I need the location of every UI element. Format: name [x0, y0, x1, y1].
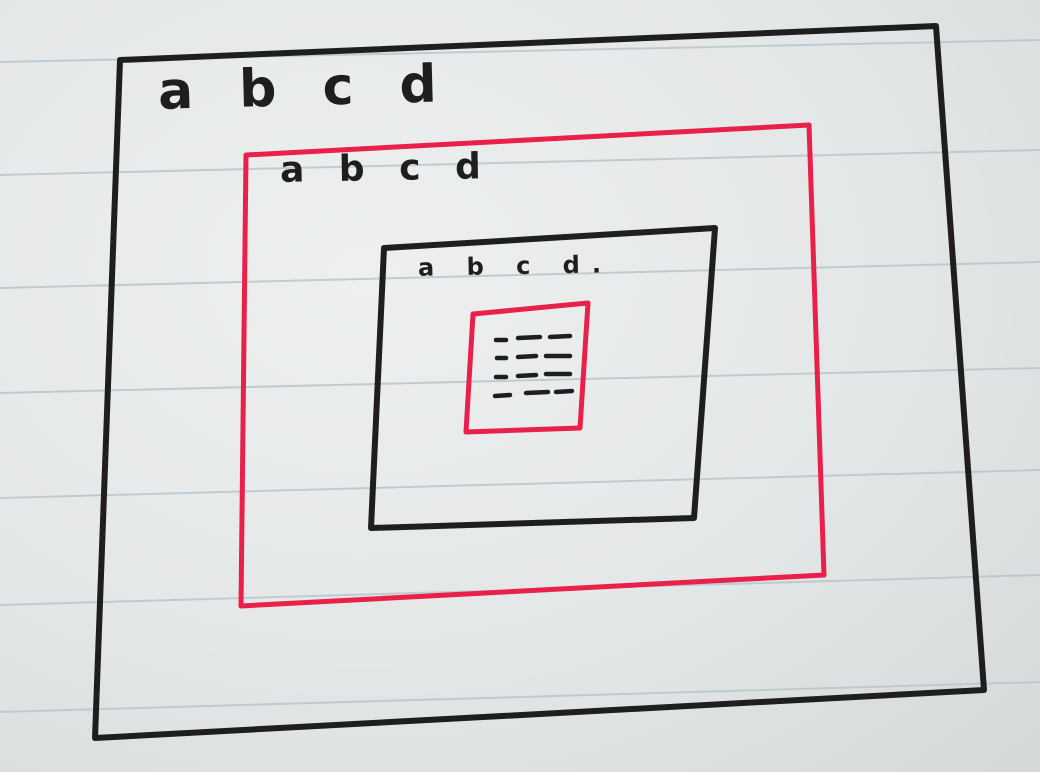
inner-black-box	[368, 225, 718, 531]
outer-box-label: a b c d	[157, 54, 452, 122]
innermost-red-box	[463, 300, 591, 435]
red-box	[238, 122, 827, 609]
red-box-label: a b c d	[279, 146, 493, 191]
inner-box-label: a b c d.	[417, 250, 614, 282]
outer-black-box	[92, 23, 987, 741]
dashed-text-lines	[492, 333, 575, 399]
